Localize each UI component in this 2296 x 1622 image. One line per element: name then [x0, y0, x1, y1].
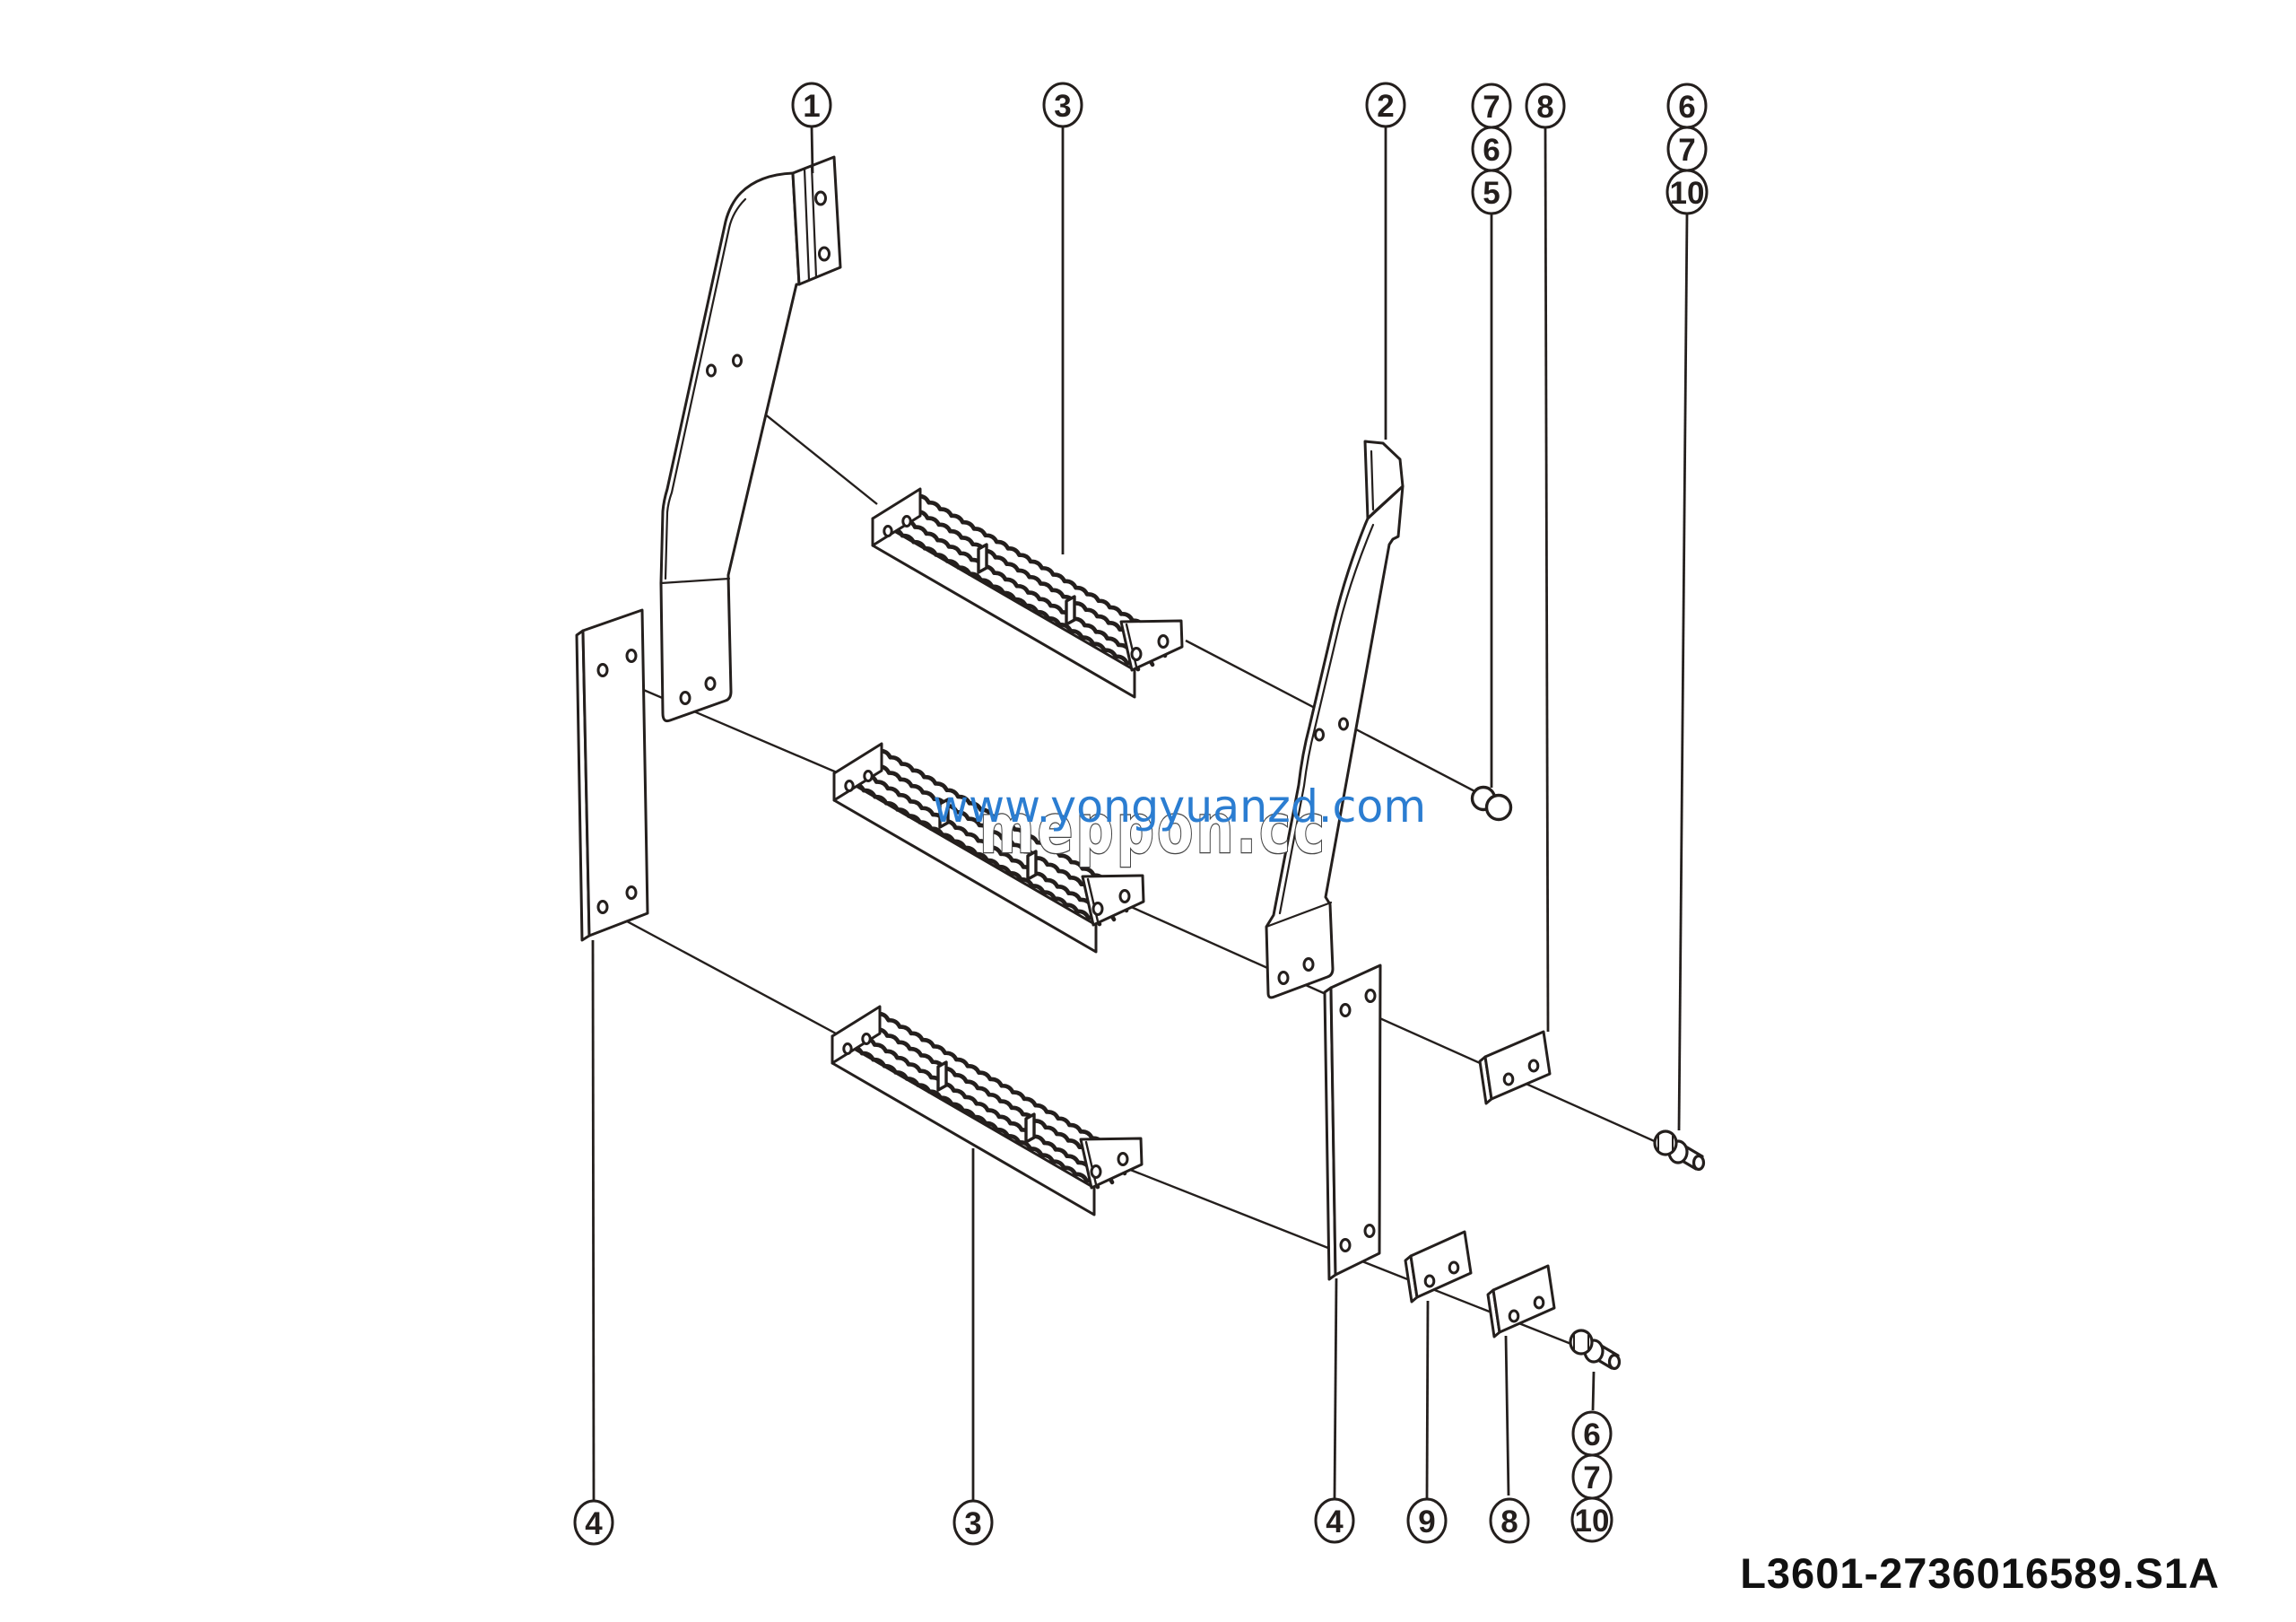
callout-10b-label: 10: [1575, 1504, 1610, 1539]
callout-7c-label: 7: [1583, 1461, 1600, 1496]
callout-3-bottom-bubble: [952, 1499, 994, 1546]
callout-10-label: 10: [1670, 176, 1705, 211]
callout-stack-7-6-5: 7 6 5: [1471, 83, 1512, 215]
callout-9-label: 9: [1418, 1504, 1435, 1539]
callout-4L-bubble: [573, 1499, 614, 1546]
callout-2-bubble: [1365, 82, 1406, 128]
callout-8-top-bubble: [1525, 83, 1566, 129]
bolt-washer-set-5-6-7: [1470, 785, 1513, 822]
callout-8-top-label: 8: [1536, 90, 1553, 125]
mounting-plate-left-part4: [575, 608, 649, 942]
callout-4R-label: 4: [1326, 1504, 1344, 1539]
right-support-bracket-part2: [1265, 440, 1405, 999]
callout-stack-6-7-10-top: 6 7 10: [1665, 83, 1709, 215]
callout-3-bottom: 3: [952, 1499, 994, 1546]
callout-stack-6-7-10-bottom: 6 7 10: [1570, 1410, 1613, 1543]
callout-4L-label: 4: [585, 1506, 603, 1541]
callout-9-bubble: [1406, 1497, 1448, 1544]
callout-8-bottom-bubble: [1489, 1497, 1530, 1544]
callout-2-label: 2: [1377, 89, 1394, 124]
callout-8-bottom-label: 8: [1500, 1504, 1518, 1539]
callout-leader-lines: [591, 126, 1689, 1501]
watermark-url-text: www.yongyuanzd.com: [933, 780, 1426, 833]
mounting-plate-right-part4: [1323, 964, 1382, 1281]
callout-10b-bubble: [1570, 1496, 1613, 1543]
callout-9: 9: [1406, 1497, 1448, 1544]
callout-4R-bubble: [1314, 1497, 1355, 1544]
callout-2: 2: [1365, 82, 1406, 128]
callout-1-bubble: [791, 82, 832, 128]
bolt-upper-right-6-7-10: [1653, 1129, 1706, 1172]
axis-plate4L-to-tread3: [603, 907, 837, 1035]
callout-8-top: 8: [1525, 83, 1566, 129]
callout-1-label: 1: [803, 89, 820, 124]
drawing-part-number: L3601-2736016589.S1A: [1740, 1549, 2220, 1597]
callout-4-bottom-left: 4: [573, 1499, 614, 1546]
axis-tread2-to-bolt-upper: [1102, 893, 1667, 1148]
callout-bubbles: 1 3 2 7 6 5 8 6 7 10 4: [573, 82, 1709, 1546]
left-support-bracket-part1: [659, 155, 842, 723]
step-tread-top-part3: [873, 489, 1182, 697]
callout-3-top-bubble: [1042, 82, 1083, 128]
callout-10-bubble: [1665, 169, 1709, 215]
callout-6-label: 6: [1483, 133, 1500, 168]
step-tread-bottom-part3: [832, 1007, 1142, 1215]
clamp-plate-part9: [1404, 1230, 1473, 1304]
callout-4-bottom-right: 4: [1314, 1497, 1355, 1544]
callout-1: 1: [791, 82, 832, 128]
callout-3-bottom-label: 3: [964, 1506, 981, 1541]
callout-3-top: 3: [1042, 82, 1083, 128]
clamp-plate-lower-part8: [1486, 1264, 1556, 1339]
bolt-lower-right-6-7-10: [1569, 1329, 1622, 1371]
callout-3-top-label: 3: [1054, 89, 1071, 124]
callout-6b-label: 6: [1678, 90, 1695, 125]
watermark-outline-text: meppon.cc: [979, 789, 1327, 868]
callout-5-label: 5: [1483, 176, 1500, 211]
callout-7-label: 7: [1483, 90, 1500, 125]
clamp-plate-upper-part8: [1478, 1030, 1552, 1105]
callout-6c-label: 6: [1583, 1417, 1600, 1452]
callout-7b-label: 7: [1678, 133, 1695, 168]
callout-8-bottom: 8: [1489, 1497, 1530, 1544]
callout-5-bubble: [1471, 169, 1512, 215]
